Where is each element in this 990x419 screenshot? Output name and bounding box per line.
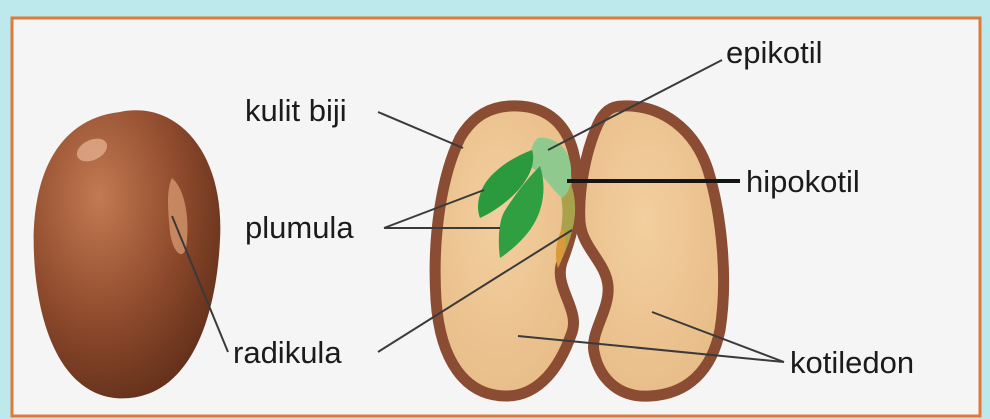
label-epikotil: epikotil bbox=[726, 35, 823, 70]
label-hipokotil: hipokotil bbox=[746, 164, 860, 199]
label-radikula: radikula bbox=[233, 335, 342, 370]
cotyledon-right bbox=[580, 106, 724, 396]
label-kulit-biji: kulit biji bbox=[245, 93, 347, 128]
label-kotiledon: kotiledon bbox=[790, 345, 914, 380]
label-plumula: plumula bbox=[245, 210, 354, 245]
